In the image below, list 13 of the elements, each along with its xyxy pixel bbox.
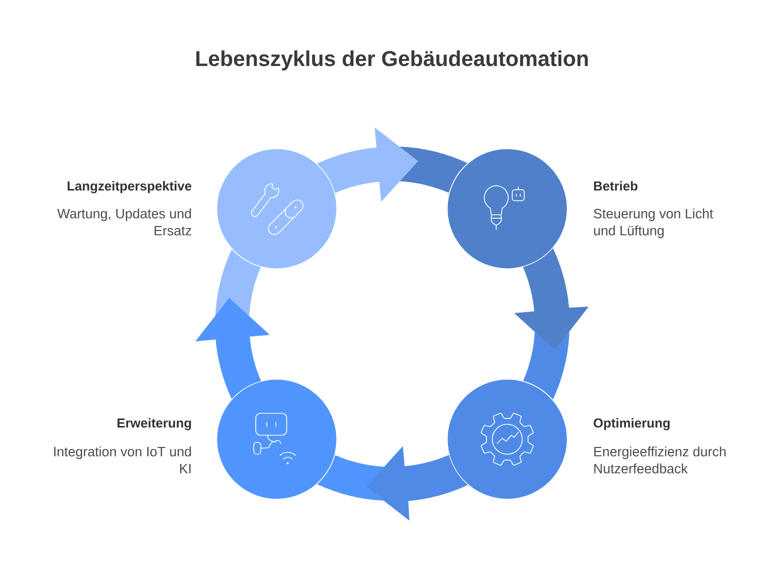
step-title: Erweiterung [118,418,191,430]
step-title: Betrieb [594,181,638,191]
arrow [514,248,588,350]
arrow [196,298,270,400]
step-description: Wartung, Updates und Ersatz [57,208,192,236]
step-description: Integration von IoT und KI [54,446,191,474]
step-description: Energieeffizienz durch Nutzerfeedback [594,446,726,474]
arrow [366,446,468,520]
step-description: Steuerung von Licht und Lüftung [594,208,714,238]
step-title: Langzeitperspektive [68,181,192,194]
arrow [316,128,418,202]
step-title: Optimierung [594,418,670,430]
diagram-title: Lebenszyklus der Gebäudeautomation [196,50,588,70]
